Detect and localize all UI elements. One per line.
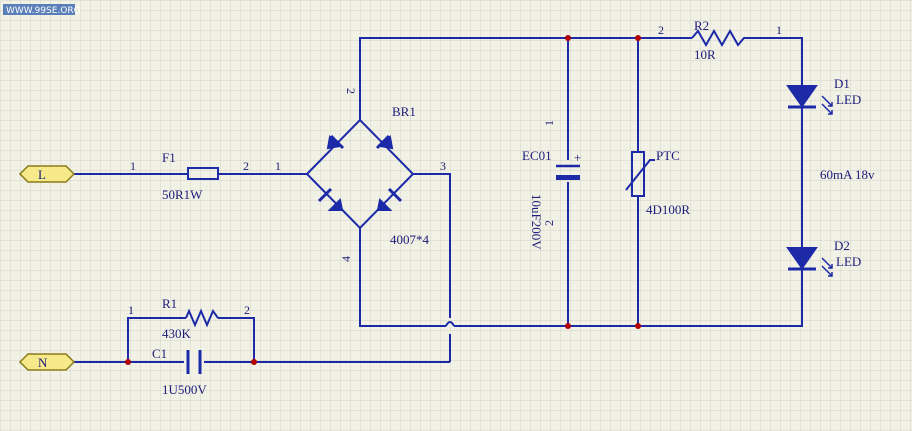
r1-value: 430K	[162, 326, 192, 341]
d1-triangle	[786, 85, 818, 108]
capacitor-ec01: + EC01 10uF200V 1 2	[522, 120, 581, 250]
port-neutral-label: N	[38, 355, 48, 370]
ptc-body	[631, 151, 645, 197]
d1-ray1	[821, 103, 833, 115]
d1-ray2	[821, 95, 833, 107]
ptc-ref: PTC	[656, 148, 680, 163]
c1-value: 1U500V	[162, 382, 207, 397]
wire-hop	[445, 321, 455, 327]
thermistor-ptc: PTC 4D100R	[625, 148, 690, 217]
r2-zigzag	[691, 28, 748, 48]
c1-ref: C1	[152, 346, 167, 361]
d2-type: LED	[836, 254, 861, 269]
capacitor-c1: C1 1U500V	[152, 346, 207, 397]
r1-zigzag	[185, 308, 219, 328]
r1-ref: R1	[162, 296, 177, 311]
ec01-pin2: 2	[542, 220, 556, 226]
wire-r1-left	[127, 317, 186, 362]
watermark-text: WWW.99SE.ORG	[6, 6, 81, 16]
bridge-pin4: 4	[339, 256, 353, 262]
d2-ray2	[821, 257, 833, 269]
ec01-polarity: +	[574, 150, 581, 165]
bridge-pin2: 2	[344, 88, 358, 94]
wire-top-rail	[359, 37, 692, 120]
d1-ref: D1	[834, 76, 850, 91]
port-neutral-shape	[18, 353, 76, 371]
bridge-pin1: 1	[275, 159, 281, 173]
d2-ref: D2	[834, 238, 850, 253]
bridge-pin3: 3	[440, 159, 446, 173]
port-live-shape	[18, 165, 76, 183]
d1-type: LED	[836, 92, 861, 107]
bridge-diode-bl	[317, 187, 344, 211]
bridge-diode-tr	[375, 134, 394, 150]
wire-r2-to-d1	[748, 37, 803, 86]
load-note: 60mA 18v	[820, 167, 875, 182]
fuse-f1: F1 50R1W 1 2	[130, 150, 249, 202]
fuse-body	[187, 167, 219, 180]
d2-triangle	[786, 247, 818, 270]
r2-ref: R2	[694, 18, 709, 33]
ptc-slash	[625, 159, 655, 191]
ec01-value: 10uF200V	[529, 194, 544, 250]
bridge-part: 4007*4	[390, 232, 430, 247]
port-live: L	[18, 165, 76, 183]
r1-pin2: 2	[244, 303, 250, 317]
led-d2: D2 LED	[786, 238, 861, 277]
ec01-plate-bottom	[556, 175, 580, 180]
r2-pin1: 1	[776, 23, 782, 37]
bridge-ref: BR1	[392, 104, 416, 119]
fuse-value: 50R1W	[162, 187, 203, 202]
fuse-pin1: 1	[130, 159, 136, 173]
watermark-badge	[3, 4, 75, 15]
d2-ray1	[821, 265, 833, 277]
r2-value: 10R	[694, 47, 716, 62]
port-live-label: L	[38, 167, 46, 182]
bridge-br1: BR1 4007*4 1 2 3 4	[275, 88, 446, 262]
fuse-pin2: 2	[243, 159, 249, 173]
ptc-value: 4D100R	[646, 202, 690, 217]
port-neutral: N	[18, 353, 76, 371]
wire-bridge-pin3	[413, 173, 451, 318]
led-d1: D1 LED	[786, 76, 861, 115]
ec01-pin1: 1	[542, 120, 556, 126]
ec01-ref: EC01	[522, 148, 552, 163]
bridge-diode-tl	[326, 134, 345, 150]
r2-pin2: 2	[658, 23, 664, 37]
r1-pin1: 1	[128, 303, 134, 317]
bridge-diode-br	[376, 187, 403, 211]
junction-nodes	[125, 35, 641, 365]
fuse-ref: F1	[162, 150, 176, 165]
wire-bridge-pin4	[359, 228, 446, 327]
resistor-r2: R2 10R 2 1	[658, 18, 782, 62]
resistor-r1: R1 430K 1 2	[128, 296, 250, 341]
wire-r1-right	[218, 317, 255, 362]
